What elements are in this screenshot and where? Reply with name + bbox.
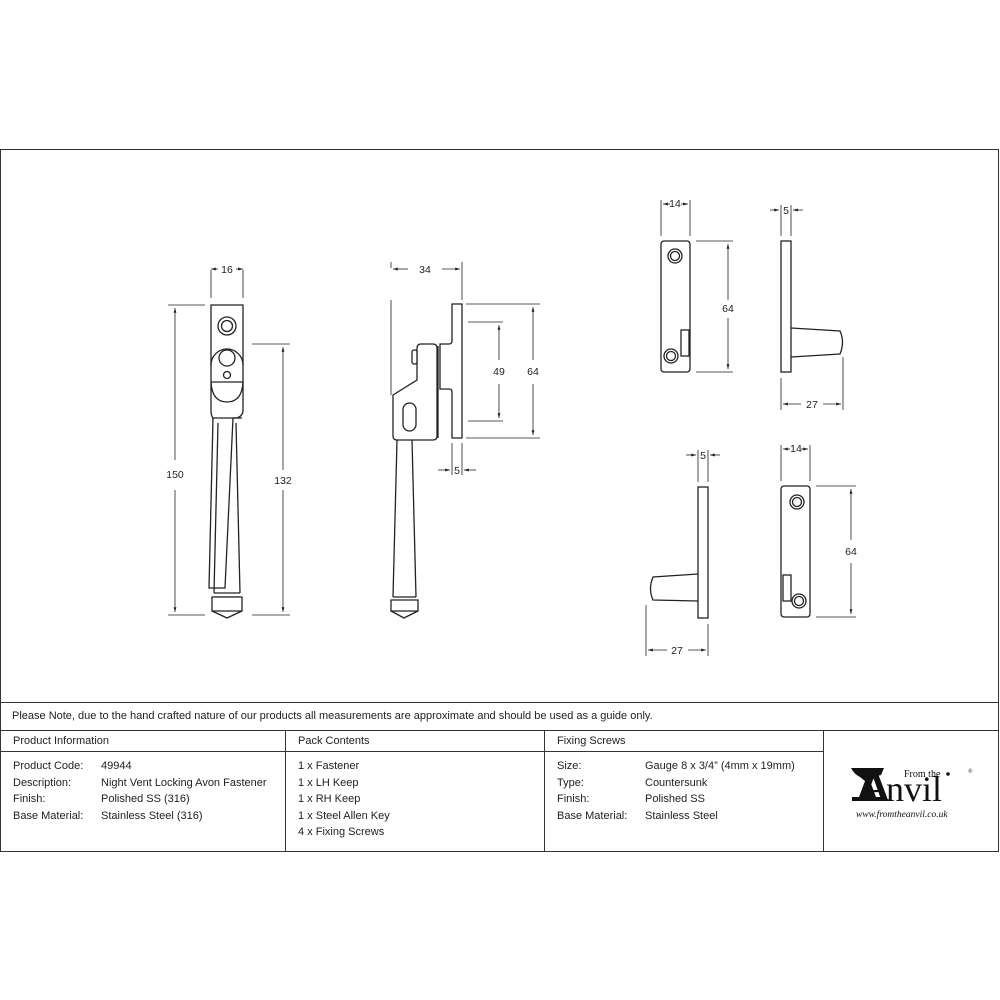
svg-text:www.fromtheanvil.co.uk: www.fromtheanvil.co.uk xyxy=(856,809,948,820)
pack-item: 1 x RH Keep xyxy=(298,793,361,806)
fastener-front-view xyxy=(208,304,244,619)
pack-item: 4 x Fixing Screws xyxy=(298,826,385,839)
info-row: Base Material:Stainless Steel (316) xyxy=(13,809,203,822)
dim-lh-keep-width: 14 xyxy=(669,198,681,210)
fastener-side-view xyxy=(390,303,463,619)
rh-keep-front-view xyxy=(780,485,811,618)
dim-width: 16 xyxy=(221,264,233,276)
screw-row: Size:Gauge 8 x 3/4” (4mm x 19mm) xyxy=(557,760,795,772)
rh-keep-side-view xyxy=(649,486,709,619)
dim-depth: 34 xyxy=(419,264,431,276)
drawing-frame xyxy=(0,149,999,852)
dim-rh-keep-plate: 5 xyxy=(700,450,706,462)
screw-row: Type:Countersunk xyxy=(557,776,708,789)
dim-lh-keep-projection: 27 xyxy=(806,399,818,411)
fixing-screws-panel: Fixing Screws Size:Gauge 8 x 3/4” (4mm x… xyxy=(545,731,824,852)
dim-fixing-centres: 49 xyxy=(493,366,505,378)
pack-item: 1 x Steel Allen Key xyxy=(298,809,390,822)
dim-plate-thickness: 5 xyxy=(454,465,460,477)
dim-rh-keep-height: 64 xyxy=(845,546,857,558)
dim-handle-length: 132 xyxy=(274,475,292,487)
dim-rh-keep-width: 14 xyxy=(790,443,802,455)
dim-lh-keep-plate: 5 xyxy=(783,205,789,217)
dim-total-length: 150 xyxy=(166,469,184,481)
pack-contents-title: Pack Contents xyxy=(286,731,544,752)
dim-plate-height: 64 xyxy=(527,366,539,378)
product-information-title: Product Information xyxy=(1,731,285,752)
screw-row: Base Material:Stainless Steel xyxy=(557,809,718,822)
anvil-icon xyxy=(851,768,884,801)
measurement-note: Please Note, due to the hand crafted nat… xyxy=(0,702,999,731)
dim-lh-keep-height: 64 xyxy=(722,303,734,315)
lh-keep-front-view xyxy=(660,240,691,373)
pack-item: 1 x LH Keep xyxy=(298,776,359,789)
info-row: Product Code:49944 xyxy=(13,760,132,772)
dim-rh-keep-projection: 27 xyxy=(671,645,683,657)
info-row: Description:Night Vent Locking Avon Fast… xyxy=(13,776,267,789)
svg-text:A: A xyxy=(861,765,890,810)
pack-contents-panel: Pack Contents 1 x Fastener 1 x LH Keep 1… xyxy=(286,731,545,852)
svg-text:nvil: nvil xyxy=(886,769,942,809)
svg-text:®: ® xyxy=(968,768,973,775)
fixing-screws-title: Fixing Screws xyxy=(545,731,823,752)
svg-text:From the: From the xyxy=(904,769,941,780)
lh-keep-side-view xyxy=(780,240,844,373)
from-the-anvil-logo: A nvil From the ® www.fromtheanvil.co.uk xyxy=(824,731,999,852)
pack-item: 1 x Fastener xyxy=(298,760,360,772)
screw-row: Finish:Polished SS xyxy=(557,793,705,806)
product-information-panel: Product Information Product Code:49944 D… xyxy=(0,731,286,852)
info-row: Finish:Polished SS (316) xyxy=(13,793,190,806)
technical-drawing: 16 150 132 34 49 64 5 14 64 5 27 5 27 14… xyxy=(166,198,857,657)
